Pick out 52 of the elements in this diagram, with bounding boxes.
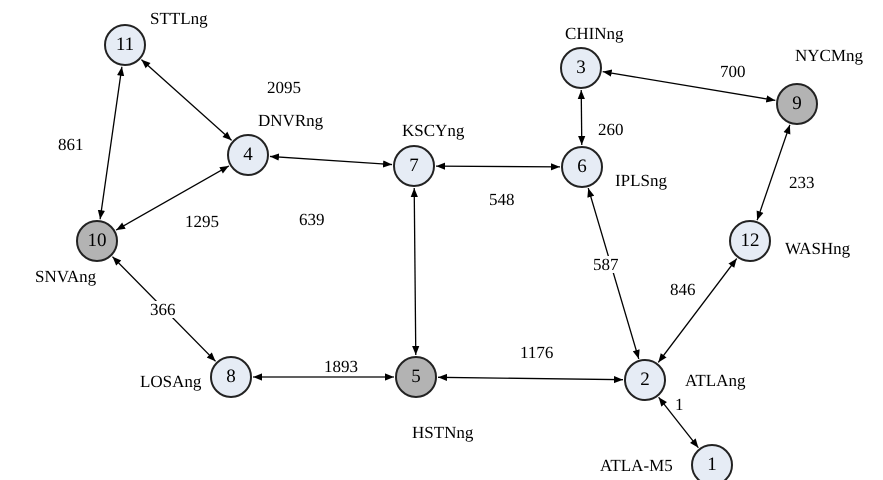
node-label: DNVRng xyxy=(258,112,324,129)
arrow xyxy=(602,70,776,102)
arrow xyxy=(658,258,738,363)
edge-label: 1295 xyxy=(184,213,220,230)
edge-label: 260 xyxy=(597,121,624,138)
node-circle: 2 xyxy=(624,359,666,401)
arrow xyxy=(410,188,420,355)
node-circle: 3 xyxy=(560,47,602,89)
node-circle: 12 xyxy=(729,220,771,262)
arrow xyxy=(756,124,790,220)
edge-label: 1 xyxy=(674,396,684,413)
node-circle: 1 xyxy=(691,444,733,480)
edge-label: 861 xyxy=(57,136,84,153)
arrow xyxy=(578,90,586,145)
arrow xyxy=(436,162,560,170)
node-circle: 11 xyxy=(104,24,146,66)
node-label: ATLA-M5 xyxy=(600,457,673,474)
edge-label: 639 xyxy=(298,211,326,228)
arrow xyxy=(140,59,232,141)
node-label: NYCMng xyxy=(795,47,864,64)
node-label: LOSAng xyxy=(140,373,202,390)
arrow xyxy=(658,396,699,448)
node-circle: 4 xyxy=(227,134,269,176)
edge-label: 1893 xyxy=(323,358,359,375)
edge-label: 587 xyxy=(592,256,620,273)
arrow xyxy=(116,165,230,231)
node-label: IPLSng xyxy=(615,172,667,189)
edge-label: 700 xyxy=(719,63,746,80)
arrow xyxy=(270,153,392,168)
arrow xyxy=(253,373,394,381)
node-label: KSCYng xyxy=(402,122,464,139)
edge-label: 1176 xyxy=(519,344,554,361)
node-circle: 5 xyxy=(395,356,437,398)
node-label: HSTNng xyxy=(412,424,474,441)
node-label: CHINng xyxy=(565,25,624,42)
arrow xyxy=(98,66,124,220)
node-label: ATLAng xyxy=(685,372,746,389)
arrow xyxy=(438,374,623,384)
node-circle: 6 xyxy=(561,146,603,188)
arrow xyxy=(587,188,640,360)
node-circle: 9 xyxy=(776,83,818,125)
node-circle: 10 xyxy=(76,220,118,262)
edge-label: 846 xyxy=(669,281,696,298)
edge-label: 366 xyxy=(149,301,176,318)
edge-label: 2095 xyxy=(266,79,302,96)
node-label: WASHng xyxy=(785,240,850,257)
node-label: STTLng xyxy=(150,10,208,27)
edge-label: 233 xyxy=(788,174,816,191)
node-circle: 8 xyxy=(210,356,252,398)
edge-label: 548 xyxy=(488,191,516,208)
node-label: SNVAng xyxy=(35,268,96,285)
node-circle: 7 xyxy=(393,145,435,187)
